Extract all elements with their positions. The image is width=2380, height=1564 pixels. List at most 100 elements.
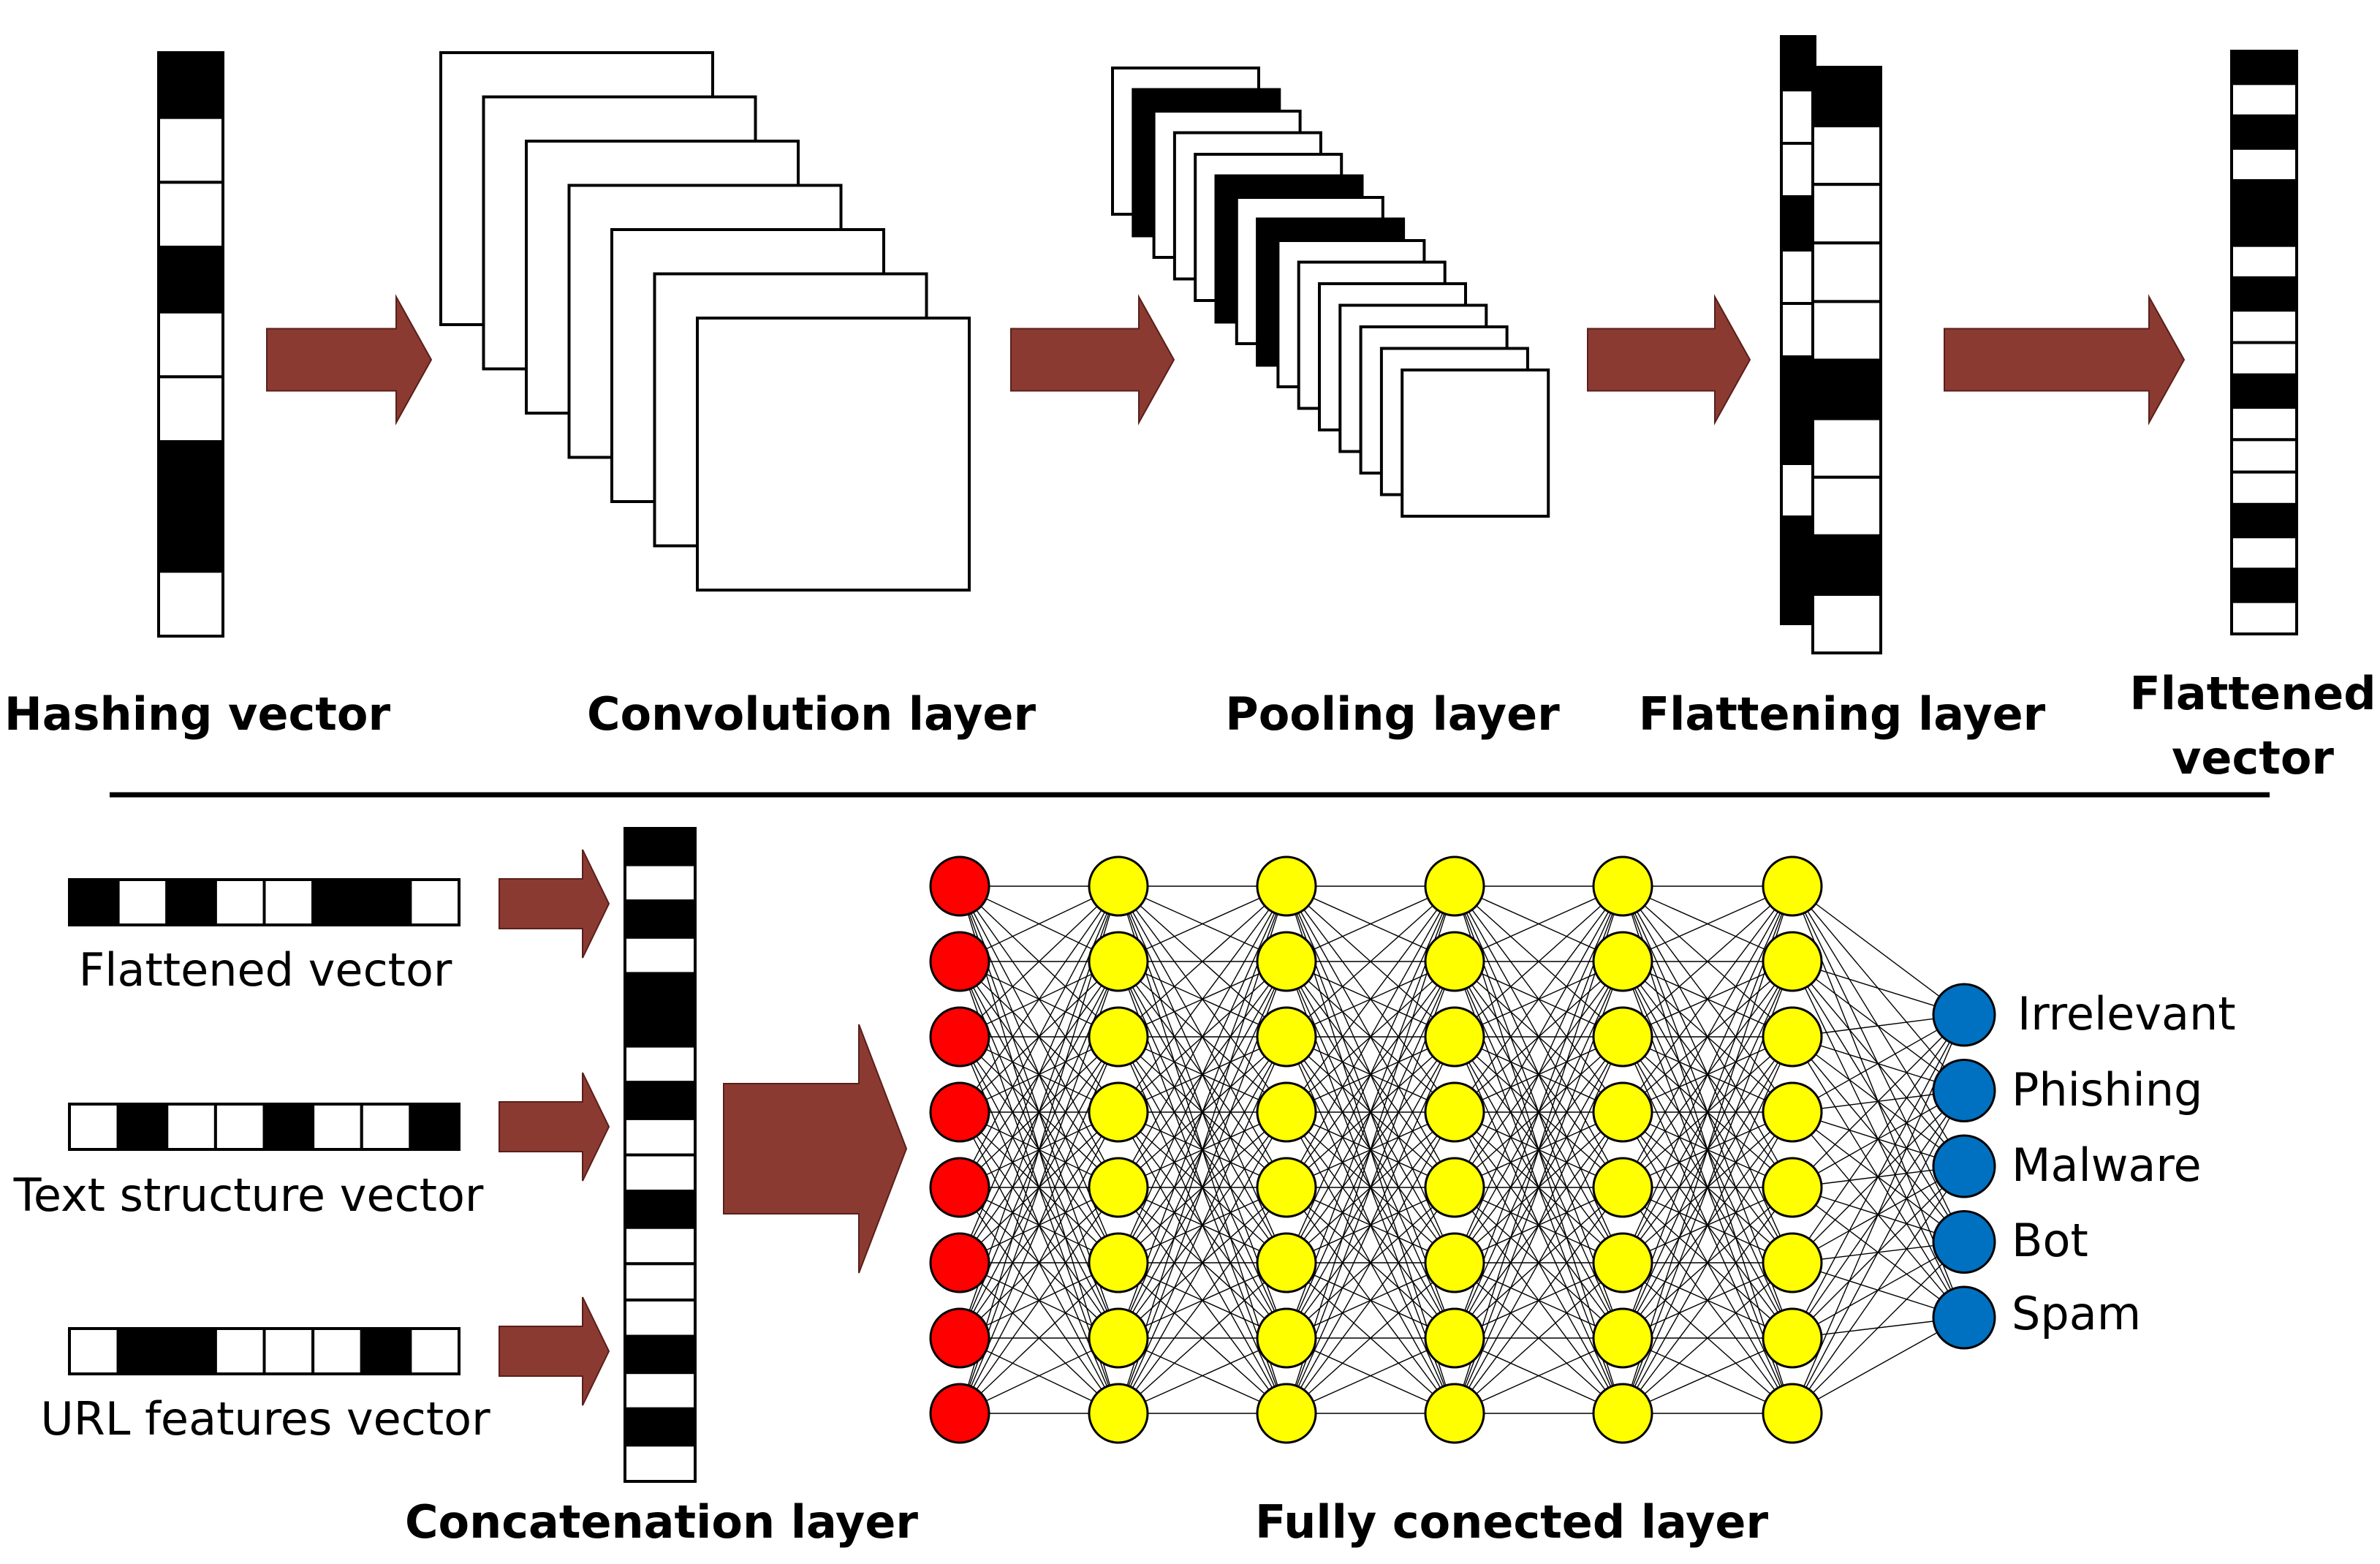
- fc-edge: [1622, 1262, 1793, 1414]
- convolution-layer-label: Convolution layer: [587, 687, 1036, 741]
- hidden-node: [1592, 1006, 1653, 1068]
- flattened-vector-cell: [2230, 600, 2298, 636]
- flattening-front-cell: [1811, 241, 1882, 303]
- text-structure-vector-label: Text structure vector: [13, 1168, 484, 1222]
- hidden-node: [1256, 1307, 1317, 1369]
- pooling-layer: [1111, 67, 1550, 518]
- hidden-node: [1256, 931, 1317, 992]
- input-vector-1-cell: [116, 1103, 169, 1151]
- hidden-node: [1088, 1307, 1149, 1369]
- arrow-flattened-to-concat: [499, 849, 610, 959]
- concatenation-cell: [624, 935, 697, 975]
- hidden-node: [1256, 1232, 1317, 1293]
- hidden-node: [1762, 1006, 1823, 1068]
- flattened-vector-cell: [2230, 243, 2298, 279]
- input-vector-1-cell: [68, 1103, 120, 1151]
- fc-edge: [959, 1187, 1119, 1414]
- fc-edge: [1286, 885, 1455, 962]
- hashing-vector-cell: [157, 505, 224, 573]
- hidden-node: [1762, 1081, 1823, 1143]
- fc-edge: [959, 885, 1119, 1113]
- concatenation-cell: [624, 863, 697, 903]
- fc-edge: [1118, 885, 1287, 1188]
- fc-edge: [959, 1262, 1119, 1414]
- flattened-vector-label-line2: vector: [2172, 731, 2334, 785]
- fc-edge: [1118, 885, 1287, 962]
- fc-edge: [1622, 885, 1793, 1414]
- hashing-vector-cell: [157, 116, 224, 184]
- output-node-malware: [1932, 1134, 1996, 1198]
- flattened-vector-cell: [2230, 341, 2298, 377]
- input-vector-0-cell: [68, 878, 120, 926]
- url-features-vector-label: URL features vector: [40, 1392, 490, 1446]
- fc-edge: [1118, 885, 1287, 1113]
- flattened-vector-label-line1: Flattened: [2129, 667, 2376, 720]
- fc-edge: [1622, 885, 1793, 1113]
- fc-edge: [1792, 1090, 1965, 1414]
- input-vector-1-cell: [360, 1103, 412, 1151]
- fc-edge: [1454, 885, 1623, 1113]
- hidden-node: [1088, 1383, 1149, 1444]
- input-vector-0-cell: [409, 878, 461, 926]
- hidden-node: [1592, 931, 1653, 992]
- fc-edge: [1622, 885, 1793, 962]
- concatenation-cell: [624, 1008, 697, 1048]
- fc-edge: [1622, 885, 1793, 1263]
- fc-edge: [1622, 1111, 1793, 1414]
- hidden-node: [1088, 1157, 1149, 1218]
- hidden-node: [1592, 1307, 1653, 1369]
- flattening-back-cell: [1780, 142, 1816, 198]
- fc-edge: [1622, 885, 1793, 1038]
- flattened-vector-cell: [2230, 50, 2298, 86]
- hashing-vector-cell: [157, 440, 224, 508]
- input-node: [929, 931, 990, 992]
- input-vector-2-cell: [213, 1327, 266, 1375]
- arrow-conv-to-pool: [1010, 294, 1175, 426]
- flattened-vector-cell: [2230, 82, 2298, 118]
- fc-nodes: [929, 855, 1996, 1444]
- hidden-node: [1592, 1232, 1653, 1293]
- fc-edge: [1286, 885, 1455, 1188]
- hidden-node: [1762, 1383, 1823, 1444]
- hidden-node: [1762, 1307, 1823, 1369]
- fc-edge: [1792, 1166, 1965, 1414]
- input-vector-2-cell: [116, 1327, 169, 1375]
- fc-edge: [1622, 1036, 1793, 1414]
- output-node-bot: [1932, 1210, 1996, 1274]
- concatenation-cell: [624, 1153, 697, 1193]
- flattened-vector-cell: [2230, 276, 2298, 312]
- fc-edge: [959, 885, 1119, 1188]
- fc-edge: [1454, 1262, 1623, 1414]
- input-node: [929, 1232, 990, 1293]
- input-vector-0-cell: [116, 878, 169, 926]
- flattening-front-cell: [1811, 124, 1882, 186]
- fc-edge: [1286, 1262, 1455, 1414]
- flattened-vector-cell: [2230, 438, 2298, 474]
- output-node-phishing: [1932, 1059, 1996, 1122]
- flattened-vector-cell: [2230, 309, 2298, 344]
- hidden-node: [1256, 1006, 1317, 1068]
- flattened-vector-cell: [2230, 146, 2298, 183]
- flattening-layer: [1780, 35, 1882, 655]
- bottom-flow-arrows: [499, 849, 908, 1406]
- output-label-phishing: Phishing: [2012, 1063, 2202, 1117]
- fc-edge: [1118, 1111, 1287, 1414]
- hidden-node: [1762, 1232, 1823, 1293]
- concatenation-cell: [624, 899, 697, 939]
- flattening-front-cell: [1811, 358, 1882, 420]
- flattening-front-cell: [1811, 475, 1882, 537]
- concatenation-cell: [624, 827, 697, 866]
- arrow-hash-to-conv: [266, 294, 433, 426]
- fc-edge: [1118, 1262, 1287, 1414]
- input-vector-2-cell: [262, 1327, 315, 1375]
- flattened-vector-column: [2230, 50, 2298, 636]
- fc-edge: [1622, 1187, 1793, 1414]
- flattening-back-cell: [1780, 88, 1816, 145]
- input-vector-0-cell: [311, 878, 363, 926]
- input-vector-2-cell: [68, 1327, 120, 1375]
- flattening-back-cell: [1780, 515, 1816, 572]
- fc-edge: [1118, 885, 1287, 1414]
- concatenation-cell: [624, 1044, 697, 1084]
- concatenation-cell: [624, 1190, 697, 1229]
